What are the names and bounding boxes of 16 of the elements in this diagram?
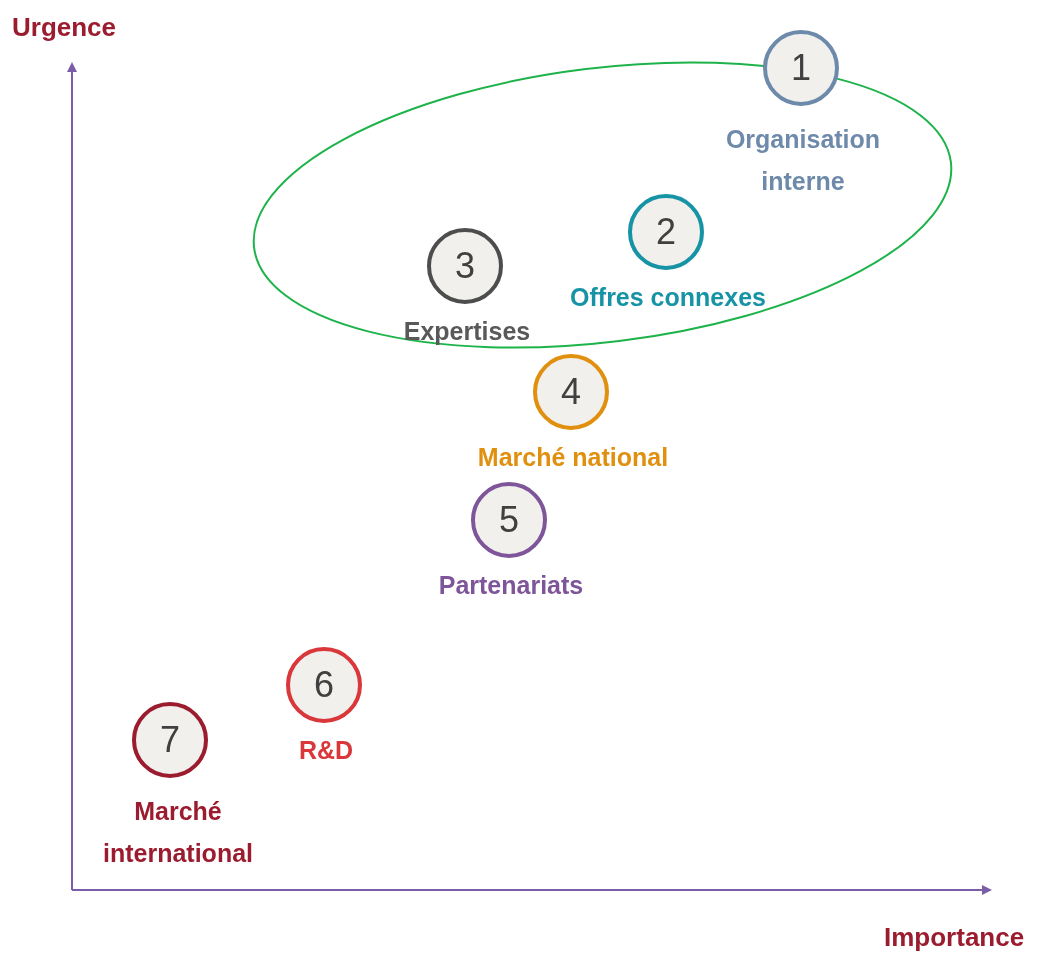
circle-number: 4 <box>560 370 582 414</box>
item-label: Marché national <box>476 442 670 473</box>
item-label: Expertises <box>402 316 532 347</box>
circle-number: 1 <box>790 46 812 90</box>
axis-title: Importance <box>884 922 1025 953</box>
item-label: Partenariats <box>437 570 585 601</box>
item-label: R&D <box>297 735 355 766</box>
axis-title: Urgence <box>12 12 117 43</box>
circle-number: 6 <box>313 663 335 707</box>
circle-number: 2 <box>655 210 677 254</box>
circle-number: 5 <box>498 498 520 542</box>
circle-number: 7 <box>159 718 181 762</box>
item-label: Organisation interne <box>724 124 882 197</box>
item-label: Offres connexes <box>569 282 767 313</box>
circle-number: 3 <box>454 244 476 288</box>
item-label: Marché international <box>102 796 254 869</box>
